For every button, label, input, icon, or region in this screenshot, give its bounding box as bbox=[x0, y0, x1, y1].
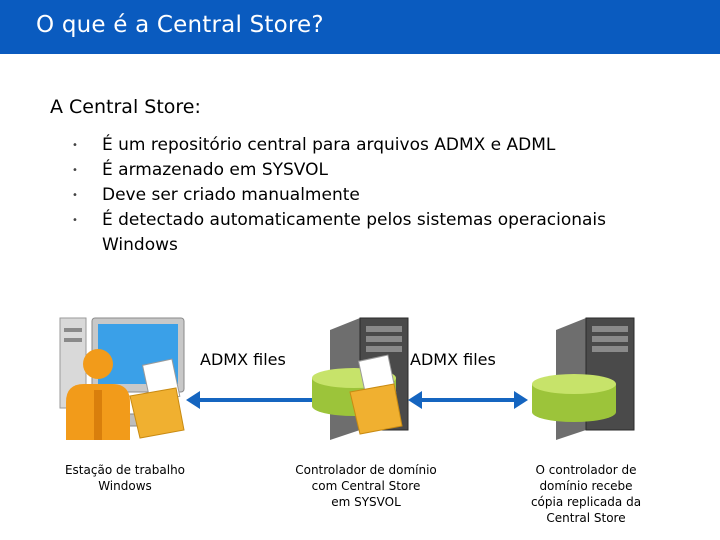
folder-icon bbox=[129, 358, 185, 439]
workstation-caption: Estação de trabalho Windows bbox=[64, 463, 186, 493]
bullet-item: •É um repositório central para arquivos … bbox=[72, 135, 556, 155]
replica-disc-icon bbox=[532, 374, 616, 422]
slide-title: O que é a Central Store? bbox=[36, 12, 324, 38]
intro-text: A Central Store: bbox=[50, 96, 201, 118]
bullet-list: •É um repositório central para arquivos … bbox=[72, 133, 672, 258]
replication-arrow-left bbox=[186, 391, 328, 409]
bullet-item: •É armazenado em SYSVOL bbox=[72, 160, 328, 180]
admx-files-label-left: ADMX files bbox=[200, 350, 286, 369]
user-icon bbox=[66, 349, 130, 440]
dc-folder-icon bbox=[349, 354, 403, 435]
domain-controller-caption: Controlador de domínio com Central Store… bbox=[295, 463, 437, 509]
bullet-item: •Deve ser criado manualmente bbox=[72, 185, 360, 205]
admx-files-label-right: ADMX files bbox=[410, 350, 496, 369]
title-bar: O que é a Central Store? bbox=[0, 0, 720, 54]
replica-caption: O controlador de domínio recebe cópia re… bbox=[530, 463, 642, 525]
replication-arrow-right bbox=[408, 391, 528, 409]
bullet-item: •É detectado automaticamente pelos siste… bbox=[72, 210, 606, 255]
